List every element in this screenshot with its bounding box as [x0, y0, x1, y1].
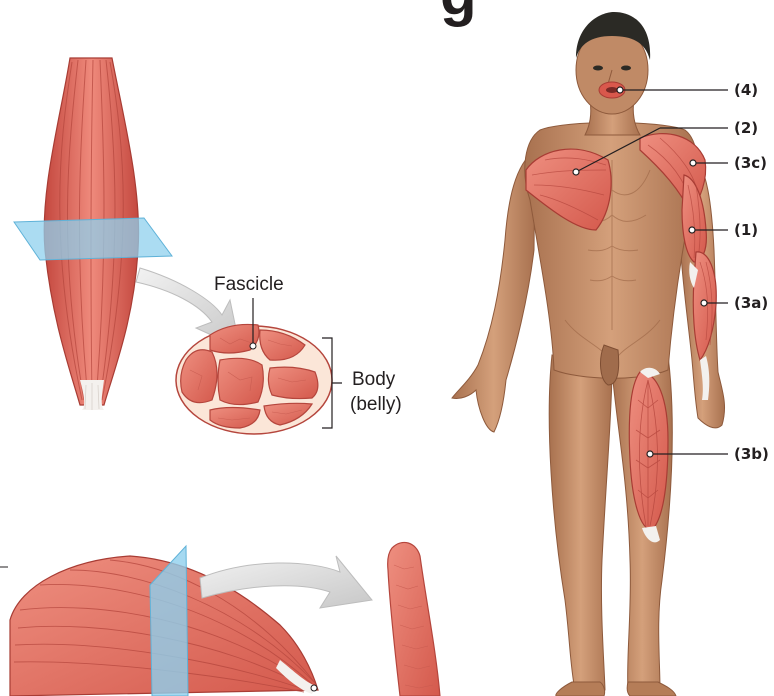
- callout-label-2: (2): [734, 119, 758, 137]
- callout-label-4: (4): [734, 81, 758, 99]
- callout-label-3a: (3a): [734, 294, 768, 312]
- callout-label-3b: (3b): [734, 445, 769, 463]
- body-label: Body: [352, 369, 396, 390]
- belly-label: (belly): [350, 394, 402, 415]
- callout-label-3c: (3c): [734, 154, 767, 172]
- title-fragment: g: [440, 0, 477, 27]
- fascicle-label: Fascicle: [214, 274, 284, 295]
- callout-label-1: (1): [734, 221, 758, 239]
- fan-muscle-section: [388, 542, 440, 696]
- cross-section-plane: [14, 218, 172, 260]
- human-figure: [452, 12, 725, 696]
- fascicle-leader-dot: [250, 343, 256, 349]
- muscle-cross-section: [176, 324, 332, 434]
